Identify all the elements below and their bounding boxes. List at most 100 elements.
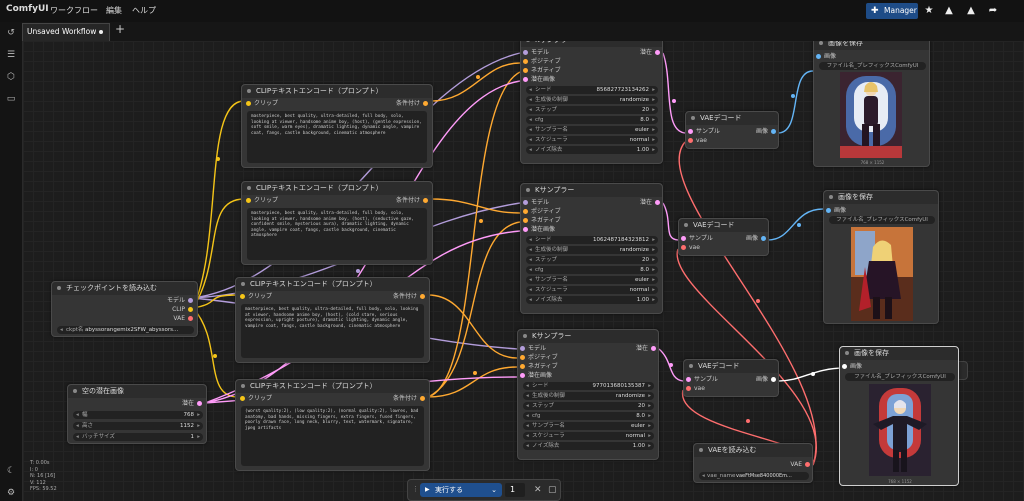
- conditioning-output[interactable]: 条件付け: [393, 395, 425, 402]
- clip-input[interactable]: クリップ: [246, 197, 278, 204]
- generated-image-preview-3[interactable]: [869, 384, 931, 476]
- samples-input[interactable]: サンプル: [686, 376, 718, 383]
- latent-output[interactable]: 潜在: [640, 49, 660, 56]
- reroute-dot[interactable]: [473, 371, 477, 375]
- clip-text-encode-node-2[interactable]: CLIPテキストエンコード（プロンプト） クリップ 条件付け masterpie…: [241, 181, 433, 265]
- node-title[interactable]: VAEデコード: [684, 360, 778, 373]
- clip-input[interactable]: クリップ: [240, 293, 272, 300]
- negative-input[interactable]: ネガティブ: [523, 217, 561, 224]
- menu-workflow[interactable]: ワークフロー: [50, 6, 98, 15]
- conditioning-output[interactable]: 条件付け: [393, 293, 425, 300]
- reroute-dot[interactable]: [476, 75, 480, 79]
- prompt-textarea[interactable]: masterpiece, best quality, ultra-detaile…: [241, 304, 424, 358]
- node-title[interactable]: VAEデコード: [686, 112, 778, 125]
- ksampler-node-1[interactable]: Kサンプラー モデル ポジティブ ネガティブ 潜在画像 潜在 ◂シード85682…: [520, 41, 663, 164]
- node-title[interactable]: 画像を保存: [824, 191, 938, 204]
- latent-input[interactable]: 潜在画像: [523, 76, 555, 83]
- latent-output[interactable]: 潜在: [182, 400, 202, 407]
- generated-image-preview-1[interactable]: [840, 72, 902, 158]
- node-title[interactable]: CLIPテキストエンコード（プロンプト）: [242, 85, 432, 98]
- vae-output[interactable]: VAE: [173, 315, 193, 322]
- cancel-x-icon[interactable]: ✕: [534, 485, 542, 495]
- clip-input[interactable]: クリップ: [240, 395, 272, 402]
- node-title[interactable]: Kサンプラー: [521, 41, 662, 47]
- node-canvas[interactable]: CLIPテキストエンコード（プロンプト） クリップ 条件付け masterpie…: [23, 41, 1024, 501]
- latent-input[interactable]: 潜在画像: [520, 372, 552, 379]
- clear-queue-icon[interactable]: ▢: [548, 485, 557, 495]
- vae-decode-node-1[interactable]: VAEデコード サンプル vae 画像: [685, 111, 779, 149]
- vae-input[interactable]: vae: [686, 385, 705, 392]
- image-output[interactable]: 画像: [756, 128, 776, 135]
- clip-text-encode-node-3[interactable]: CLIPテキストエンコード（プロンプト） クリップ 条件付け masterpie…: [235, 277, 430, 363]
- node-title[interactable]: CLIPテキストエンコード（プロンプト）: [236, 278, 429, 291]
- negative-input[interactable]: ネガティブ: [520, 363, 558, 370]
- positive-input[interactable]: ポジティブ: [520, 354, 558, 361]
- reroute-dot[interactable]: [672, 99, 676, 103]
- node-title[interactable]: CLIPテキストエンコード（プロンプト）: [236, 380, 429, 393]
- image-output[interactable]: 画像: [756, 376, 776, 383]
- node-title[interactable]: チェックポイントを読み込む: [52, 282, 197, 295]
- save-image-node-1[interactable]: 画像を保存 画像 ファイル名_プレフィックスComfyUI 768 × 1152: [813, 41, 930, 167]
- models-cube-icon[interactable]: ⬡: [7, 72, 15, 82]
- vae-input[interactable]: vae: [688, 137, 707, 144]
- images-input[interactable]: 画像: [816, 53, 836, 60]
- model-input[interactable]: モデル: [523, 199, 549, 206]
- model-b-icon[interactable]: ▲: [967, 5, 975, 16]
- save-image-node-3[interactable]: 画像を保存 画像 ファイル名_プレフィックスComfyUI 768 × 1152: [839, 346, 959, 486]
- save-image-node-2[interactable]: 画像を保存 画像 ファイル名_プレフィックスComfyUI: [823, 190, 939, 324]
- samples-input[interactable]: サンプル: [688, 128, 720, 135]
- latent-input[interactable]: 潜在画像: [523, 226, 555, 233]
- image-output[interactable]: 画像: [746, 235, 766, 242]
- negative-input[interactable]: ネガティブ: [523, 67, 561, 74]
- model-input[interactable]: モデル: [520, 345, 546, 352]
- clip-output[interactable]: CLIP: [172, 306, 193, 313]
- latent-output[interactable]: 潜在: [636, 345, 656, 352]
- model-a-icon[interactable]: ▲: [945, 5, 953, 16]
- menu-help[interactable]: ヘルプ: [132, 6, 156, 15]
- node-title[interactable]: 空の潜在画像: [68, 385, 206, 398]
- chevron-down-icon[interactable]: ⌄: [491, 486, 497, 494]
- clip-input[interactable]: クリップ: [246, 100, 278, 107]
- drag-handle-icon[interactable]: ⋮: [412, 485, 419, 493]
- positive-input[interactable]: ポジティブ: [523, 208, 561, 215]
- vae-input[interactable]: vae: [681, 244, 700, 251]
- prompt-textarea[interactable]: masterpiece, best quality, ultra-detaile…: [247, 111, 427, 163]
- reroute-dot[interactable]: [356, 269, 360, 273]
- reroute-dot[interactable]: [791, 94, 795, 98]
- conditioning-output[interactable]: 条件付け: [396, 197, 428, 204]
- menu-edit[interactable]: 編集: [106, 6, 122, 15]
- share-icon[interactable]: ➦: [988, 5, 998, 16]
- node-title[interactable]: CLIPテキストエンコード（プロンプト）: [242, 182, 432, 195]
- conditioning-output[interactable]: 条件付け: [396, 100, 428, 107]
- vae-output[interactable]: VAE: [790, 461, 810, 468]
- node-title[interactable]: Kサンプラー: [521, 184, 662, 197]
- prompt-textarea[interactable]: (worst quality:2), (low quality:2), (nor…: [241, 406, 424, 466]
- node-title[interactable]: Kサンプラー: [518, 330, 658, 343]
- reroute-dot[interactable]: [479, 219, 483, 223]
- node-title[interactable]: VAEを読み込む: [694, 444, 812, 457]
- images-input[interactable]: 画像: [826, 207, 846, 214]
